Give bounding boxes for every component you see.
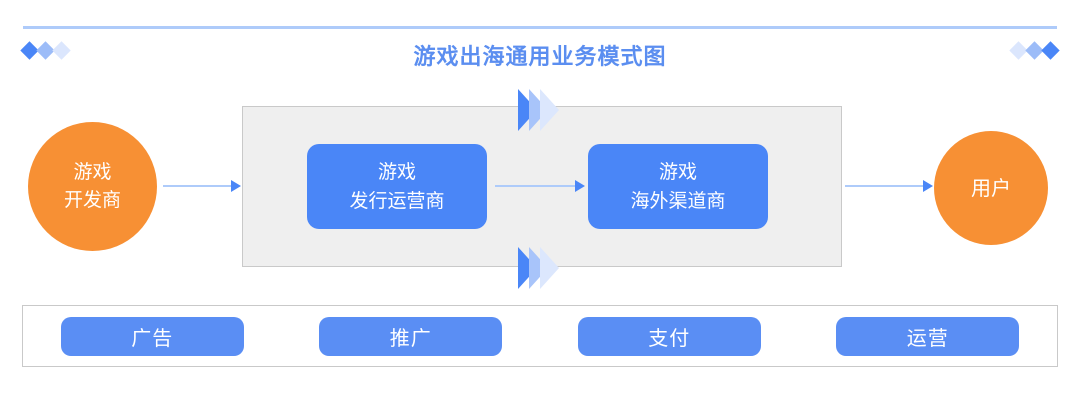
service-button-advertising[interactable]: 广告 [60, 316, 244, 356]
arrow-right-icon [495, 180, 585, 192]
arrow-head [231, 180, 241, 192]
arrow-head [923, 180, 933, 192]
node-label-line1: 游戏 [73, 160, 112, 183]
top-divider [23, 26, 1057, 29]
triple-chevron-right-icon [518, 89, 559, 131]
node-label-line1: 游戏 [377, 161, 416, 183]
node-game-publisher: 游戏 发行运营商 [307, 144, 487, 229]
chevron-icon [540, 247, 559, 289]
node-label-line2: 发行运营商 [349, 189, 445, 212]
node-label-line2: 开发商 [63, 188, 121, 211]
node-label-line1: 游戏 [658, 161, 697, 183]
service-bar: 广告 推广 支付 运营 [22, 305, 1058, 367]
node-users: 用户 [934, 131, 1048, 245]
arrow-shaft [495, 185, 575, 187]
arrow-shaft [845, 185, 923, 187]
service-button-payment[interactable]: 支付 [577, 316, 761, 356]
chevron-icon [540, 89, 559, 131]
node-overseas-channel: 游戏 海外渠道商 [588, 144, 768, 229]
node-game-developer: 游戏 开发商 [28, 122, 157, 251]
decoration-right [1009, 41, 1060, 60]
triple-chevron-right-icon [518, 247, 559, 289]
arrow-head [575, 180, 585, 192]
diamond-icon [1041, 41, 1060, 60]
arrow-shaft [163, 185, 231, 187]
service-button-promotion[interactable]: 推广 [319, 316, 503, 356]
arrow-right-icon [163, 180, 241, 192]
page-title: 游戏出海通用业务模式图 [413, 45, 667, 70]
node-label-line2: 海外渠道商 [630, 189, 726, 212]
arrow-right-icon [845, 180, 933, 192]
service-button-operations[interactable]: 运营 [836, 316, 1020, 356]
node-label-line1: 用户 [971, 175, 1011, 200]
